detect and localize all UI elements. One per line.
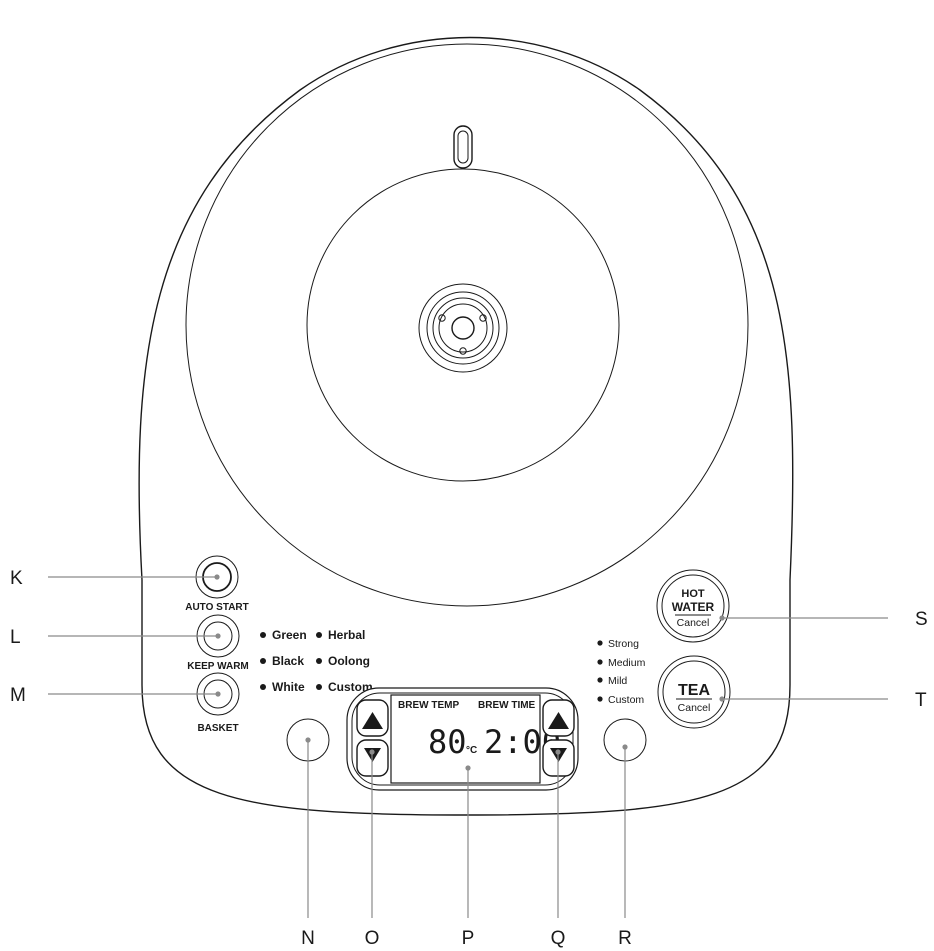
lcd-panel: BREW TEMP BREW TIME 80 °C 2:00 — [346, 687, 579, 791]
tea-type-item: Oolong — [328, 654, 370, 668]
strength-list: Strong Medium Mild Custom — [597, 638, 646, 706]
tea-type-item: White — [272, 680, 305, 694]
hot-water-line2: WATER — [672, 600, 715, 614]
tea-type-item: Green — [272, 628, 307, 642]
callout-t: T — [915, 690, 927, 711]
callout-k: K — [10, 568, 23, 589]
callout-p: P — [462, 928, 475, 949]
basket-label: BASKET — [197, 723, 238, 734]
brew-temp-value: 80 — [428, 723, 467, 761]
callout-n: N — [301, 928, 315, 949]
callout-q: Q — [551, 928, 566, 949]
brew-time-label: BREW TIME — [478, 700, 536, 711]
base-body-outline — [138, 36, 794, 816]
tea-type-item: Herbal — [328, 628, 365, 642]
auto-start-label: AUTO START — [185, 602, 249, 613]
strength-item: Custom — [608, 694, 644, 706]
callout-o: O — [365, 928, 380, 949]
callout-m: M — [10, 685, 26, 706]
callout-r: R — [618, 928, 632, 949]
hot-water-line1: HOT — [681, 588, 705, 600]
slot-indicator-outer — [453, 125, 473, 169]
tea-cancel: Cancel — [678, 702, 711, 714]
callout-s: S — [915, 609, 928, 630]
strength-item: Strong — [608, 638, 639, 650]
time-up-button[interactable] — [542, 699, 575, 737]
leader-dots — [214, 574, 725, 771]
central-connector — [418, 283, 508, 373]
arrow-up-icon — [362, 712, 383, 729]
strength-item: Mild — [608, 675, 627, 687]
tea-type-list: Green Herbal Black Oolong White Custom — [260, 628, 373, 694]
top-disc — [185, 43, 749, 607]
tea-button[interactable]: TEA Cancel — [657, 655, 731, 729]
tea-type-item: Custom — [328, 680, 373, 694]
heating-plate — [306, 168, 620, 482]
tea-button-label: TEA — [678, 682, 710, 699]
temp-up-button[interactable] — [356, 699, 389, 737]
slot-indicator-inner — [457, 130, 469, 164]
callout-l: L — [10, 627, 21, 648]
brew-temp-label: BREW TEMP — [398, 700, 459, 711]
leader-lines — [48, 576, 888, 918]
arrow-up-icon — [548, 712, 569, 729]
tea-type-item: Black — [272, 654, 304, 668]
strength-item: Medium — [608, 657, 646, 669]
keep-warm-label: KEEP WARM — [187, 661, 249, 672]
hot-water-button[interactable]: HOT WATER Cancel — [656, 569, 730, 643]
hot-water-cancel: Cancel — [677, 617, 710, 629]
brew-temp-unit: °C — [466, 745, 477, 756]
